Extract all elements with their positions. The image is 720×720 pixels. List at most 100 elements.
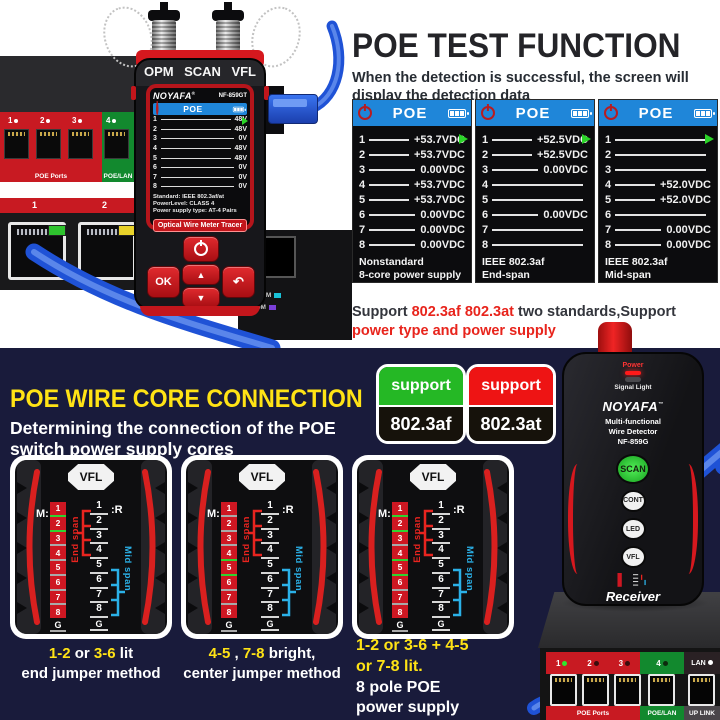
- text-segment: lit: [115, 645, 134, 662]
- mid-span-bracket: [282, 568, 296, 617]
- vfl-button: VFL: [620, 546, 646, 569]
- battery-icon: [448, 108, 469, 118]
- pin-voltage: +52.5VDC: [536, 148, 588, 161]
- pin-cell: 3: [90, 530, 108, 545]
- vfl-badge: VFL: [68, 464, 114, 490]
- standard-info-line: Standard: IEEE 802.3af/at: [153, 193, 225, 200]
- rj45-port: [648, 674, 675, 706]
- detect-arrow-icon: [705, 134, 714, 144]
- pin-voltage: +53.7VDC: [413, 178, 465, 191]
- pin-voltage: +53.7VDC: [413, 148, 465, 161]
- mid-span-label: Mid span: [122, 546, 133, 592]
- pin-cell: 2: [221, 517, 237, 532]
- rj45-port: [614, 674, 641, 706]
- poe-ports-label: POE Ports: [34, 173, 68, 180]
- link-indicator-yellow: [118, 225, 136, 236]
- pin-cell: 3: [432, 530, 450, 545]
- poe-switch-bottom: 1 2 3 4 LAN POE Ports POE/LAN UP LINK: [540, 648, 720, 720]
- power-type-line: End-span: [482, 268, 530, 281]
- blue-rj45-plug: [268, 94, 318, 124]
- poe-ports-label: POE Ports: [546, 706, 640, 720]
- pin-number: 7: [482, 223, 489, 236]
- ok-button: OK: [147, 266, 180, 298]
- speed-led: [268, 305, 276, 310]
- pin-cell: 2: [432, 515, 450, 530]
- text-segment: 8 pole POE: [356, 678, 441, 696]
- pin-number: 6: [153, 164, 157, 172]
- pin-number: 8: [605, 238, 612, 251]
- pin-cell: 8: [55, 606, 61, 617]
- pin-cell: 4: [432, 544, 450, 559]
- pin-voltage: 0.00VDC: [666, 238, 711, 251]
- mode-label-vfl: VFL: [231, 64, 256, 79]
- pin-voltage: 48V: [234, 154, 247, 162]
- pin-cell: 4: [90, 544, 108, 559]
- pin-voltage: +52.5VDC: [536, 133, 588, 146]
- pin-number: 5: [359, 193, 366, 206]
- pin-number: 6: [482, 208, 489, 221]
- pin-number: 8: [359, 238, 366, 251]
- pin-cell: 8: [261, 603, 279, 618]
- screen-header: POE: [353, 100, 471, 126]
- rj45-port: [104, 129, 129, 159]
- cont-button: CONT: [620, 489, 646, 512]
- port-number: 4: [106, 116, 117, 125]
- pin-cell: 6: [261, 574, 279, 589]
- power-icon: [358, 106, 372, 120]
- poe-title: POE: [638, 104, 674, 122]
- text-segment: center jumper method: [183, 664, 341, 682]
- pin-row: 6 0.00VDC: [482, 207, 588, 222]
- pin-voltage: 0.00VDC: [543, 208, 588, 221]
- badge-standard-label: 802.3at: [469, 407, 553, 441]
- port-led: [112, 118, 117, 123]
- port-led: [78, 118, 83, 123]
- pin-cell: 4: [261, 544, 279, 559]
- pin-cell: 8: [432, 603, 450, 618]
- pin-number: 2: [605, 148, 612, 161]
- end-span-bracket: [419, 509, 433, 557]
- pin-cell: 5: [261, 559, 279, 574]
- pin-row: 3: [605, 162, 711, 177]
- remote-label: :R: [453, 504, 465, 516]
- standard-info-line: Power supply type: AT-4 Pairs: [153, 208, 237, 215]
- pin-number: 1: [359, 133, 366, 146]
- pin-row: 6: [605, 207, 711, 222]
- port-number-band: 1 2: [0, 198, 146, 213]
- pin-number: 3: [482, 163, 489, 176]
- pin-cell: 3: [392, 532, 408, 547]
- pin-row: 1+52.5VDC: [482, 132, 591, 147]
- port-led: [662, 660, 668, 666]
- bottom-section: POE WIRE CORE CONNECTION Determining the…: [0, 322, 720, 720]
- power-icon: [194, 242, 208, 256]
- pin-cell: 5: [432, 559, 450, 574]
- pin-number: 6: [359, 208, 366, 221]
- port-number: 3: [72, 116, 83, 125]
- pin-cell: 7: [90, 589, 108, 604]
- power-type-line: Mid-span: [605, 268, 652, 281]
- caption-line: 1-2 or 3-6 + 4-5: [356, 636, 526, 657]
- rj45-port: [68, 129, 93, 159]
- pin-cell: 8: [90, 603, 108, 618]
- pin-line: [369, 183, 409, 186]
- mini-wiremap: [617, 573, 646, 587]
- port-led: [593, 660, 599, 666]
- pin-row: 2+52.5VDC: [482, 147, 588, 162]
- power-type-line: IEEE 802.3af: [482, 256, 545, 268]
- led-button: LED: [620, 517, 646, 541]
- mid-span-label: Mid span: [464, 546, 475, 592]
- pin-line: [161, 138, 235, 140]
- pin-cell: 1: [50, 502, 66, 517]
- support-badge-8023at: support 802.3at: [466, 364, 556, 444]
- text-segment: 1-2 or 3-6 + 4-5: [356, 637, 469, 654]
